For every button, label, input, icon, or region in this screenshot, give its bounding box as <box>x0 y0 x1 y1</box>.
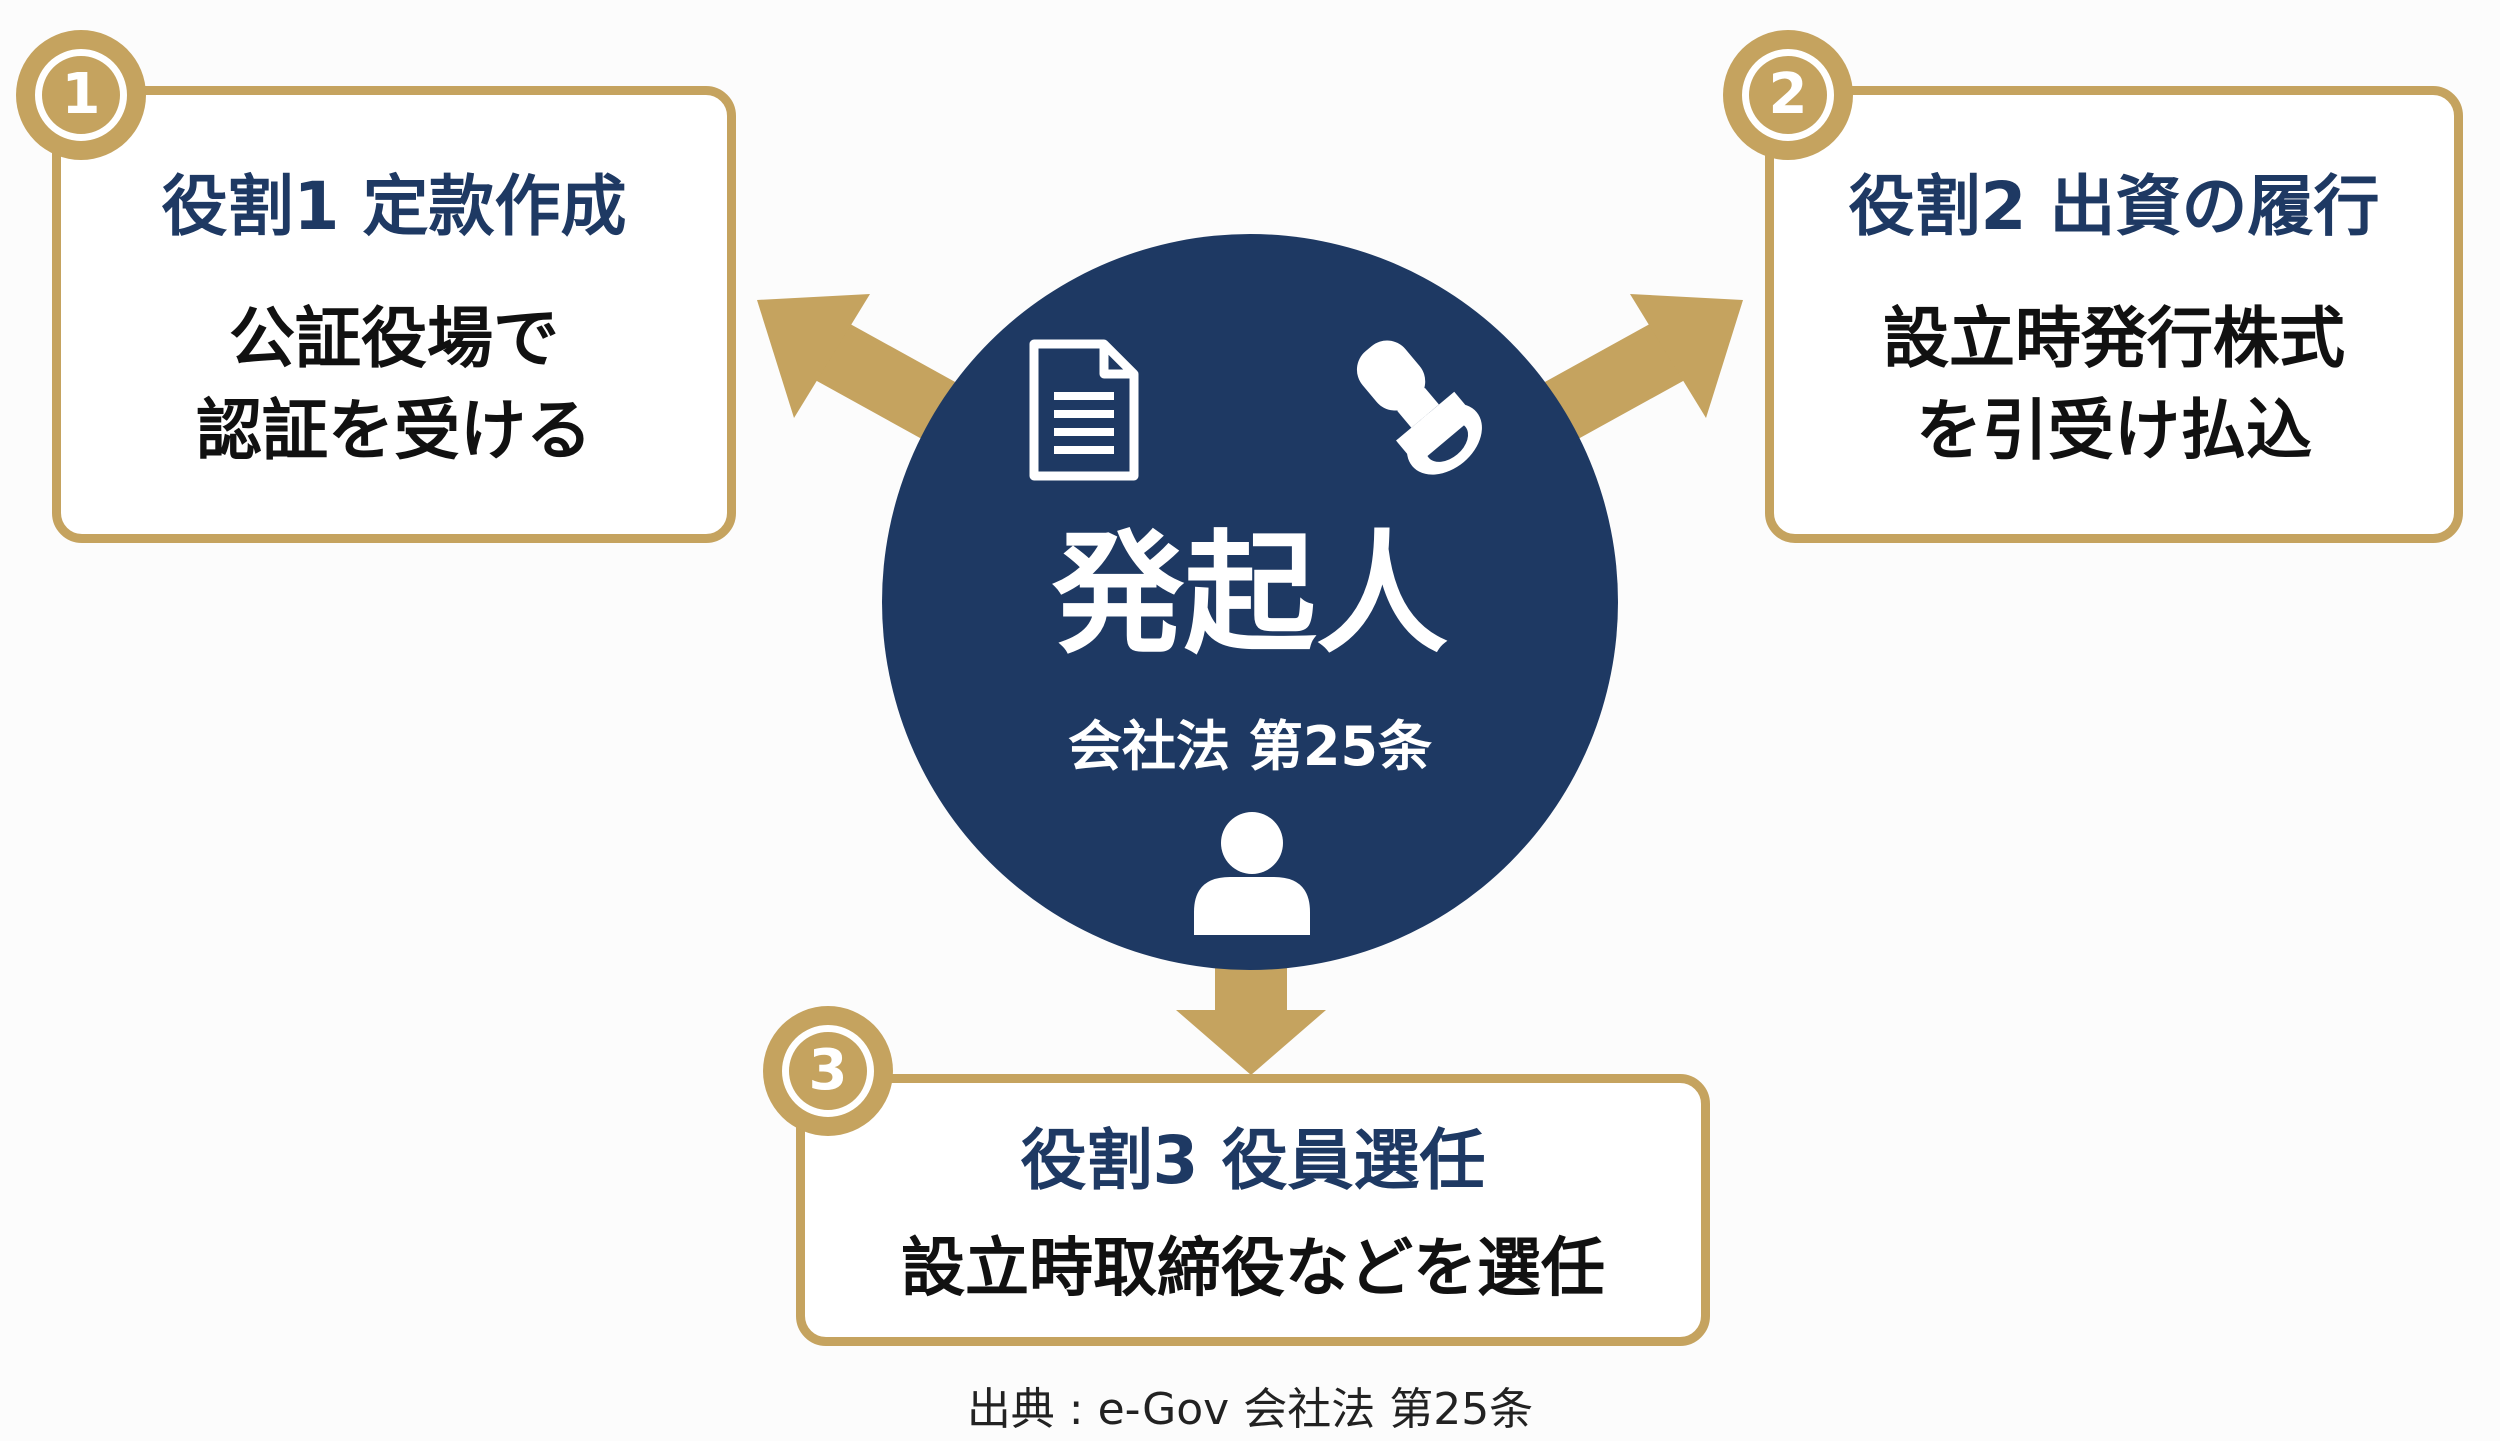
role-desc-1-line-2: 認証を受ける <box>196 392 592 469</box>
role-badge-3: 3 <box>763 1006 893 1136</box>
badge-number-3: 3 <box>782 1025 874 1117</box>
role-badge-1: 1 <box>16 30 146 160</box>
role-desc-2-line-1: 設立時発行株式 <box>1883 300 2345 377</box>
role-badge-2: 2 <box>1723 30 1853 160</box>
source-caption: 出典 : e-Gov 会社法 第25条 <box>966 1384 1534 1435</box>
role-box-1: 役割1 定款作成 公証役場で 認証を受ける <box>52 86 736 543</box>
role-box-3: 役割3 役員選任 設立時取締役などを選任 <box>796 1074 1710 1346</box>
badge-number-2: 2 <box>1742 49 1834 141</box>
role-title-3: 役割3 役員選任 <box>1020 1122 1486 1199</box>
role-desc-2-line-2: を引受け払込 <box>1916 392 2312 469</box>
role-desc-2: 設立時発行株式 を引受け払込 <box>1774 293 2454 477</box>
document-icon <box>1029 339 1139 481</box>
center-title: 発起人 <box>1052 518 1448 672</box>
seal-stamp-icon <box>1356 340 1482 475</box>
role-title-2: 役割2 出資の履行 <box>1848 168 2380 245</box>
role-desc-3: 設立時取締役などを選任 <box>805 1229 1701 1309</box>
role-title-1: 役割1 定款作成 <box>161 168 627 245</box>
role-box-2: 役割2 出資の履行 設立時発行株式 を引受け払込 <box>1765 86 2463 543</box>
role-desc-3-line-1: 設立時取締役などを選任 <box>901 1232 1605 1306</box>
badge-number-1: 1 <box>35 49 127 141</box>
person-icon <box>1194 812 1310 935</box>
role-desc-1-line-1: 公証役場で <box>229 300 559 377</box>
role-desc-1: 公証役場で 認証を受ける <box>61 293 727 477</box>
center-subtitle: 会社法 第25条 <box>1068 715 1432 778</box>
